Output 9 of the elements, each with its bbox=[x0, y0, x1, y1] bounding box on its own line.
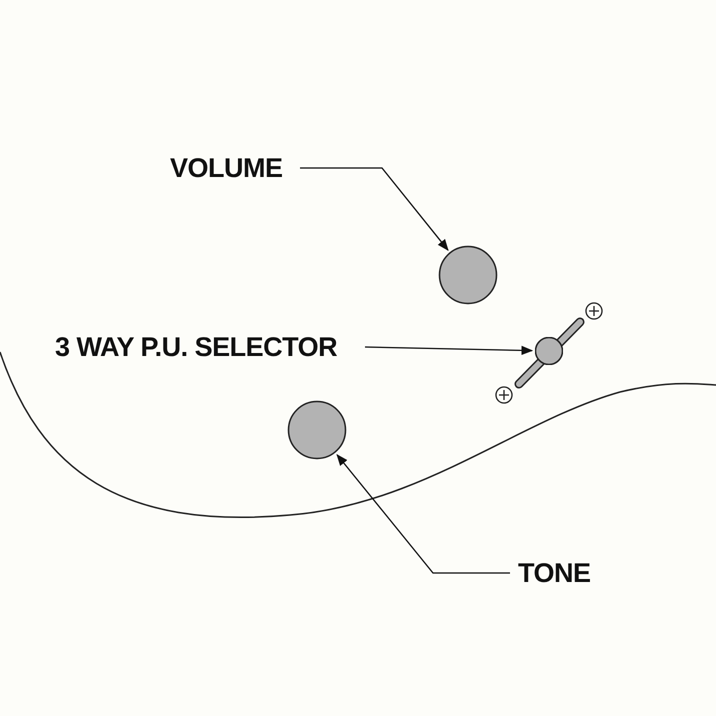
control-label: TONE bbox=[518, 557, 591, 589]
leader-arrow bbox=[364, 346, 534, 356]
knob bbox=[438, 245, 498, 305]
selector-knob bbox=[535, 337, 563, 365]
leader-arrow bbox=[300, 167, 449, 251]
control-label: 3 WAY P.U. SELECTOR bbox=[55, 331, 338, 363]
control-label: VOLUME bbox=[170, 152, 283, 184]
knob bbox=[287, 400, 347, 460]
leader-arrow bbox=[336, 454, 510, 574]
